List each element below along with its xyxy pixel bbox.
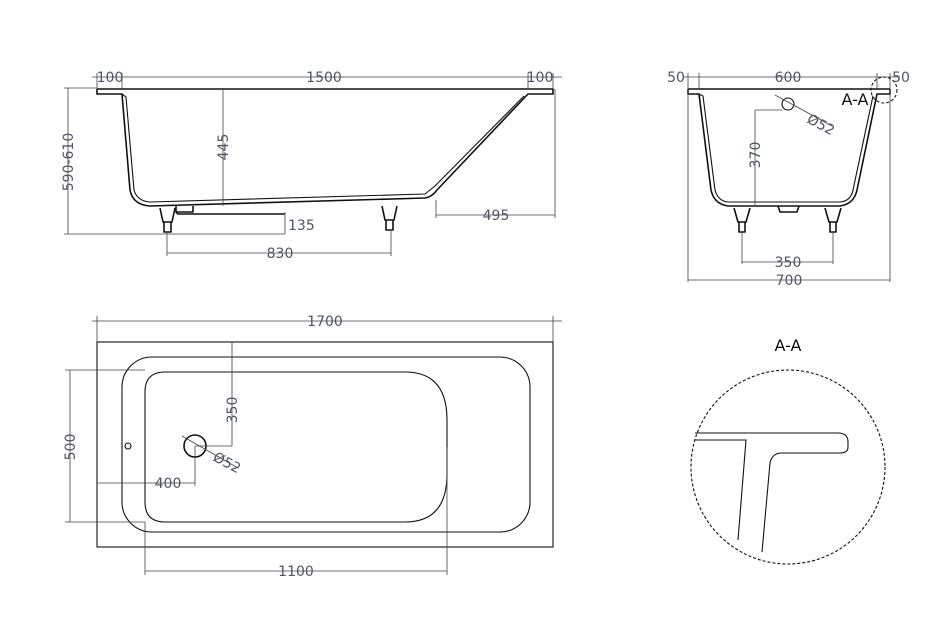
dim-side-depth: 445 (216, 134, 232, 161)
dim-end-width-inner: 600 (775, 70, 802, 86)
dim-top-drain-diameter: Ø52 (210, 449, 243, 477)
dim-top-basin-length: 1100 (278, 564, 314, 580)
detail-a-a: A-A (690, 336, 886, 565)
section-marker-label: A-A (842, 90, 869, 109)
dim-top-length-total: 1700 (307, 314, 343, 330)
dim-side-rim-left: 100 (97, 70, 124, 86)
top-view: 1700 500 350 400 Ø52 1100 (63, 314, 562, 580)
dim-side-leg-height: 135 (288, 218, 315, 234)
dim-end-drain-height: 370 (748, 142, 764, 169)
end-view: 50 600 50 370 Ø52 350 700 A-A (667, 70, 910, 289)
dim-end-width-total: 700 (776, 273, 803, 289)
dim-side-height-total: 590-610 (61, 133, 77, 192)
dim-side-length-inner: 1500 (306, 70, 342, 86)
dim-top-drain-offset-x: 400 (155, 476, 182, 492)
side-view: 100 1500 100 590-610 445 135 830 495 (61, 70, 562, 262)
dim-end-rim-left: 50 (667, 70, 685, 86)
dim-top-width: 500 (63, 434, 79, 461)
dim-side-rim-right: 100 (527, 70, 554, 86)
dim-end-leg-spacing: 350 (775, 255, 802, 271)
detail-title: A-A (775, 336, 802, 355)
dim-top-drain-offset-y: 350 (225, 397, 241, 424)
dim-side-slope-base: 495 (483, 208, 510, 224)
dim-end-drain-diameter: Ø52 (804, 111, 837, 139)
dim-side-leg-spacing: 830 (267, 246, 294, 262)
dim-end-rim-right: 50 (892, 70, 910, 86)
